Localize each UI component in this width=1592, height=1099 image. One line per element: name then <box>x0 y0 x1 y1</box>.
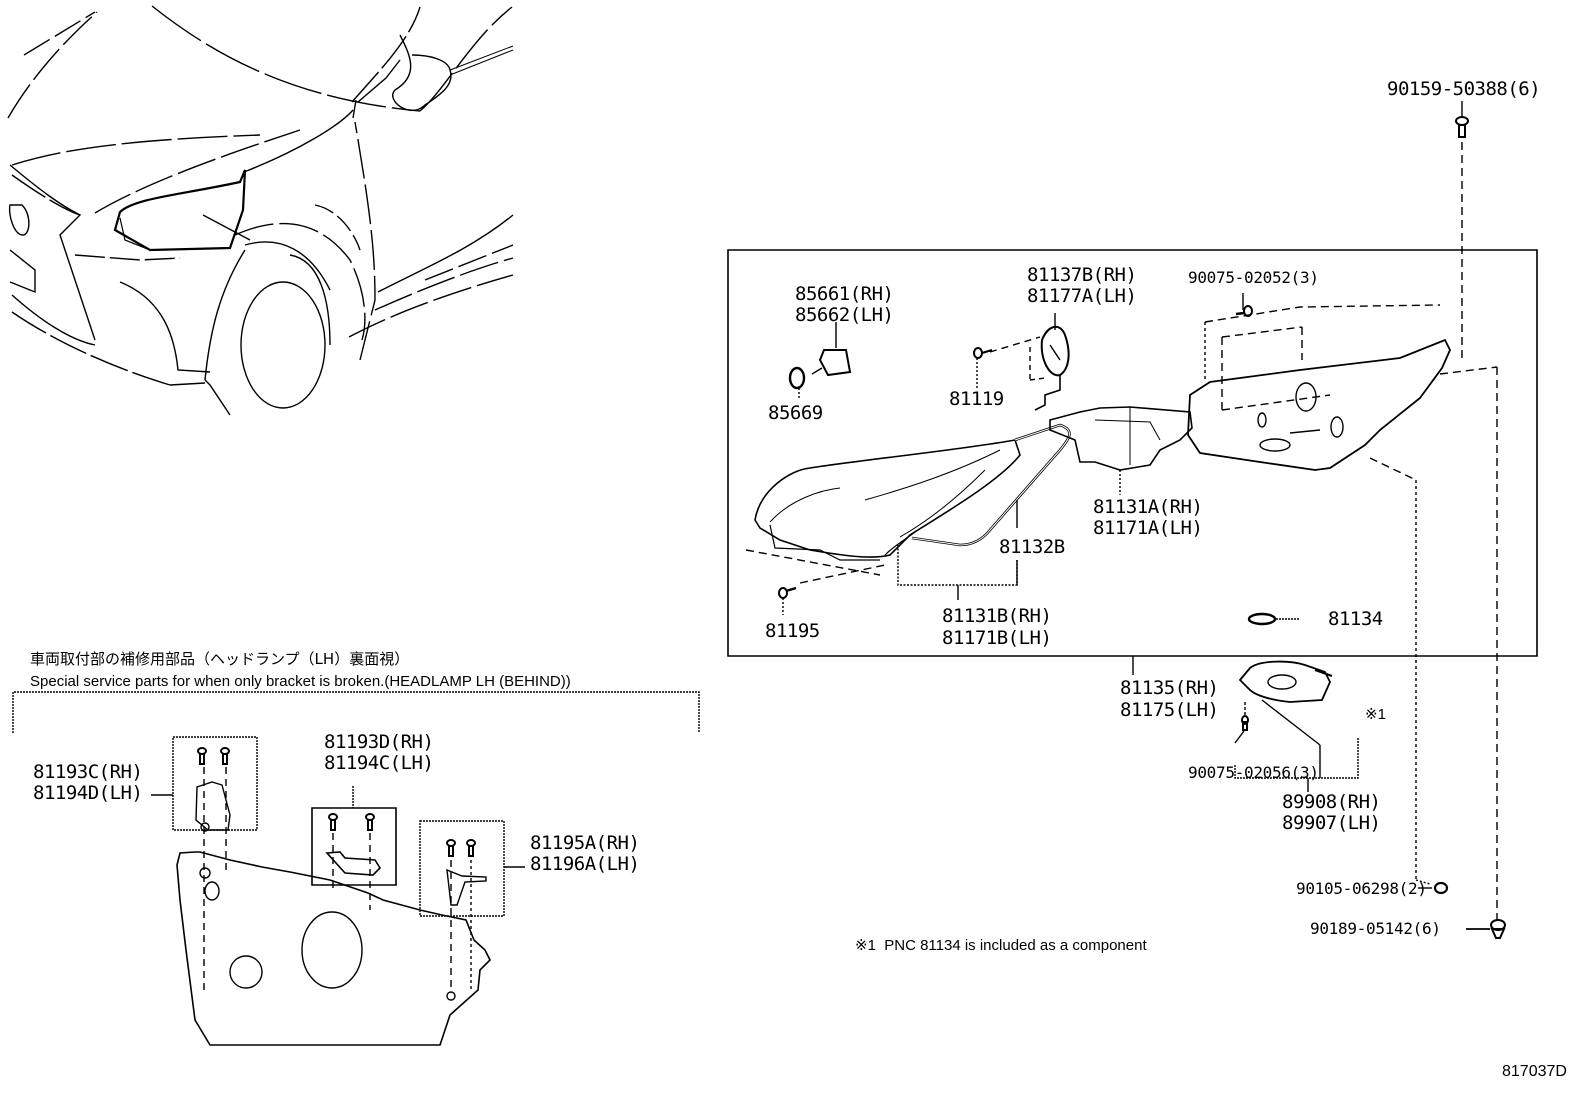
special-section-title-en: Special service parts for when only brac… <box>30 673 571 690</box>
screw-81195-icon <box>779 588 796 615</box>
part-label-81194d: 81194D(LH) <box>33 782 143 804</box>
part-label-81175: 81175(LH) <box>1120 699 1219 721</box>
footnote-pnc-81134: ※1 PNC 81134 is included as a component <box>855 937 1147 954</box>
part-label-81193c: 81193C(RH) <box>33 761 143 783</box>
part-label-89907: 89907(LH) <box>1282 812 1381 834</box>
screw-81119-icon <box>974 348 992 390</box>
part-label-85661: 85661(RH) <box>795 283 894 305</box>
screw-90075-02052-icon <box>1236 293 1252 316</box>
part-label-90075-02056: 90075-02056(3) <box>1188 763 1319 782</box>
socket-85661-icon <box>812 322 850 375</box>
diagram-code: 817037D <box>1502 1063 1567 1080</box>
part-label-81177a: 81177A(LH) <box>1027 285 1137 307</box>
part-label-85669: 85669 <box>768 402 823 424</box>
part-label-81137b: 81137B(RH) <box>1027 264 1137 286</box>
part-label-90159-50388: 90159-50388(6) <box>1387 78 1541 100</box>
screw-pair-box2-icon <box>327 814 380 910</box>
harness-81132b-icon <box>912 425 1069 585</box>
special-section-title-jp: 車両取付部の補修用部品（ヘッドランプ（LH）裏面視） <box>30 650 410 668</box>
part-label-89908: 89908(RH) <box>1282 791 1381 813</box>
screw-90159-icon <box>1456 101 1468 360</box>
part-label-81119: 81119 <box>949 388 1004 410</box>
part-label-81171b: 81171B(LH) <box>942 627 1052 649</box>
part-label-90075-02052: 90075-02052(3) <box>1188 268 1319 287</box>
part-label-81196a: 81196A(LH) <box>530 853 640 875</box>
ring-85669-icon <box>790 368 804 399</box>
part-label-85662: 85662(LH) <box>795 304 894 326</box>
part-label-81193d: 81193D(RH) <box>324 731 434 753</box>
special-parts-section <box>13 692 699 1045</box>
part-label-81195: 81195 <box>765 620 820 642</box>
gasket-81134-icon <box>1249 614 1300 624</box>
part-label-90105-06298: 90105-06298(2) <box>1296 879 1427 898</box>
leader-89908 <box>1235 737 1358 778</box>
headlamp-back-plate-icon <box>177 852 490 1045</box>
part-label-81195a: 81195A(RH) <box>530 832 640 854</box>
screw-pair-box3-icon <box>447 840 486 990</box>
part-label-81131a: 81131A(RH) <box>1093 496 1203 518</box>
part-label-90189-05142: 90189-05142(6) <box>1310 919 1441 938</box>
part-label-81135: 81135(RH) <box>1120 677 1219 699</box>
light-module-81131a-icon <box>1050 407 1192 495</box>
headlamp-unit-81131b-icon <box>746 440 1020 583</box>
note-mark-1: ※1 <box>1365 706 1386 723</box>
ballast-89908-icon <box>1240 662 1332 778</box>
fan-81137b-icon <box>990 313 1069 410</box>
vehicle-front-illustration <box>8 6 513 415</box>
clip-90189-icon <box>1466 920 1505 938</box>
part-label-81132b: 81132B <box>999 536 1065 558</box>
part-label-81134: 81134 <box>1328 608 1383 630</box>
housing-81135-icon <box>1188 305 1497 920</box>
part-label-81171a: 81171A(LH) <box>1093 517 1203 539</box>
part-label-81131b: 81131B(RH) <box>942 605 1052 627</box>
part-label-81194c: 81194C(LH) <box>324 752 434 774</box>
bolt-90105-icon <box>1416 880 1447 893</box>
screw-90075-02056-icon <box>1235 716 1248 743</box>
